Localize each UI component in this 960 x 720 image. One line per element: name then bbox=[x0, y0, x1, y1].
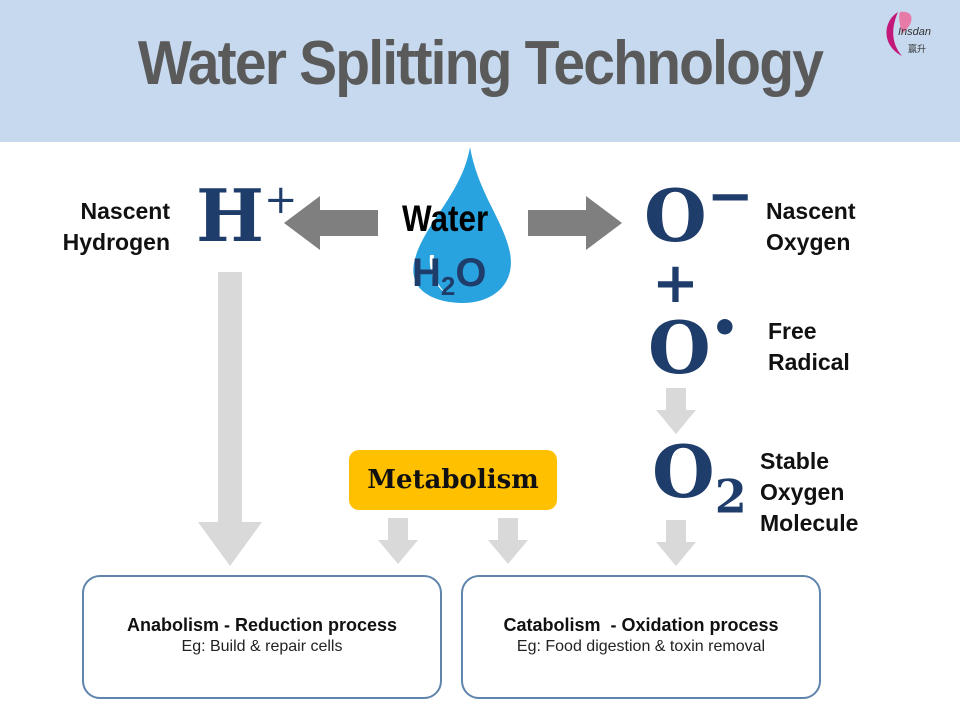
header-band bbox=[0, 0, 960, 142]
arrow-right-icon bbox=[528, 196, 622, 250]
arrow-left-icon bbox=[284, 196, 378, 250]
water-label: Water bbox=[402, 198, 489, 239]
arrow-down-icon bbox=[488, 518, 528, 564]
logo-subtext: 赢升 bbox=[908, 44, 927, 54]
logo-petal-icon bbox=[886, 11, 912, 56]
anabolism-note: Eg: Build & repair cells bbox=[181, 638, 343, 655]
arrow-down-icon bbox=[378, 518, 418, 564]
logo: Insdan 赢升 bbox=[880, 8, 950, 63]
free-radical-oxygen: O• bbox=[648, 303, 739, 390]
stable-oxygen-molecule: O2 bbox=[652, 429, 747, 524]
arrow-down-icon bbox=[656, 388, 696, 434]
plus-sign: + bbox=[652, 250, 699, 316]
arrow-down-icon bbox=[656, 520, 696, 566]
water-formula: H2O bbox=[412, 251, 487, 301]
anabolism-title: Anabolism - Reduction process bbox=[126, 615, 398, 635]
hydrogen-ion: H+ bbox=[196, 173, 298, 258]
nascent-oxygen-ion: O− bbox=[644, 163, 754, 258]
metabolism-badge: Metabolism bbox=[349, 450, 557, 510]
water-drop-icon bbox=[413, 147, 511, 303]
catabolism-title: Catabolism - Oxidation process bbox=[503, 615, 779, 635]
page-title: Water Splitting Technology bbox=[137, 29, 824, 98]
arrow-down-long-icon bbox=[198, 272, 262, 566]
logo-text: Insdan bbox=[898, 26, 932, 38]
catabolism-note: Eg: Food digestion & toxin removal bbox=[516, 638, 766, 655]
